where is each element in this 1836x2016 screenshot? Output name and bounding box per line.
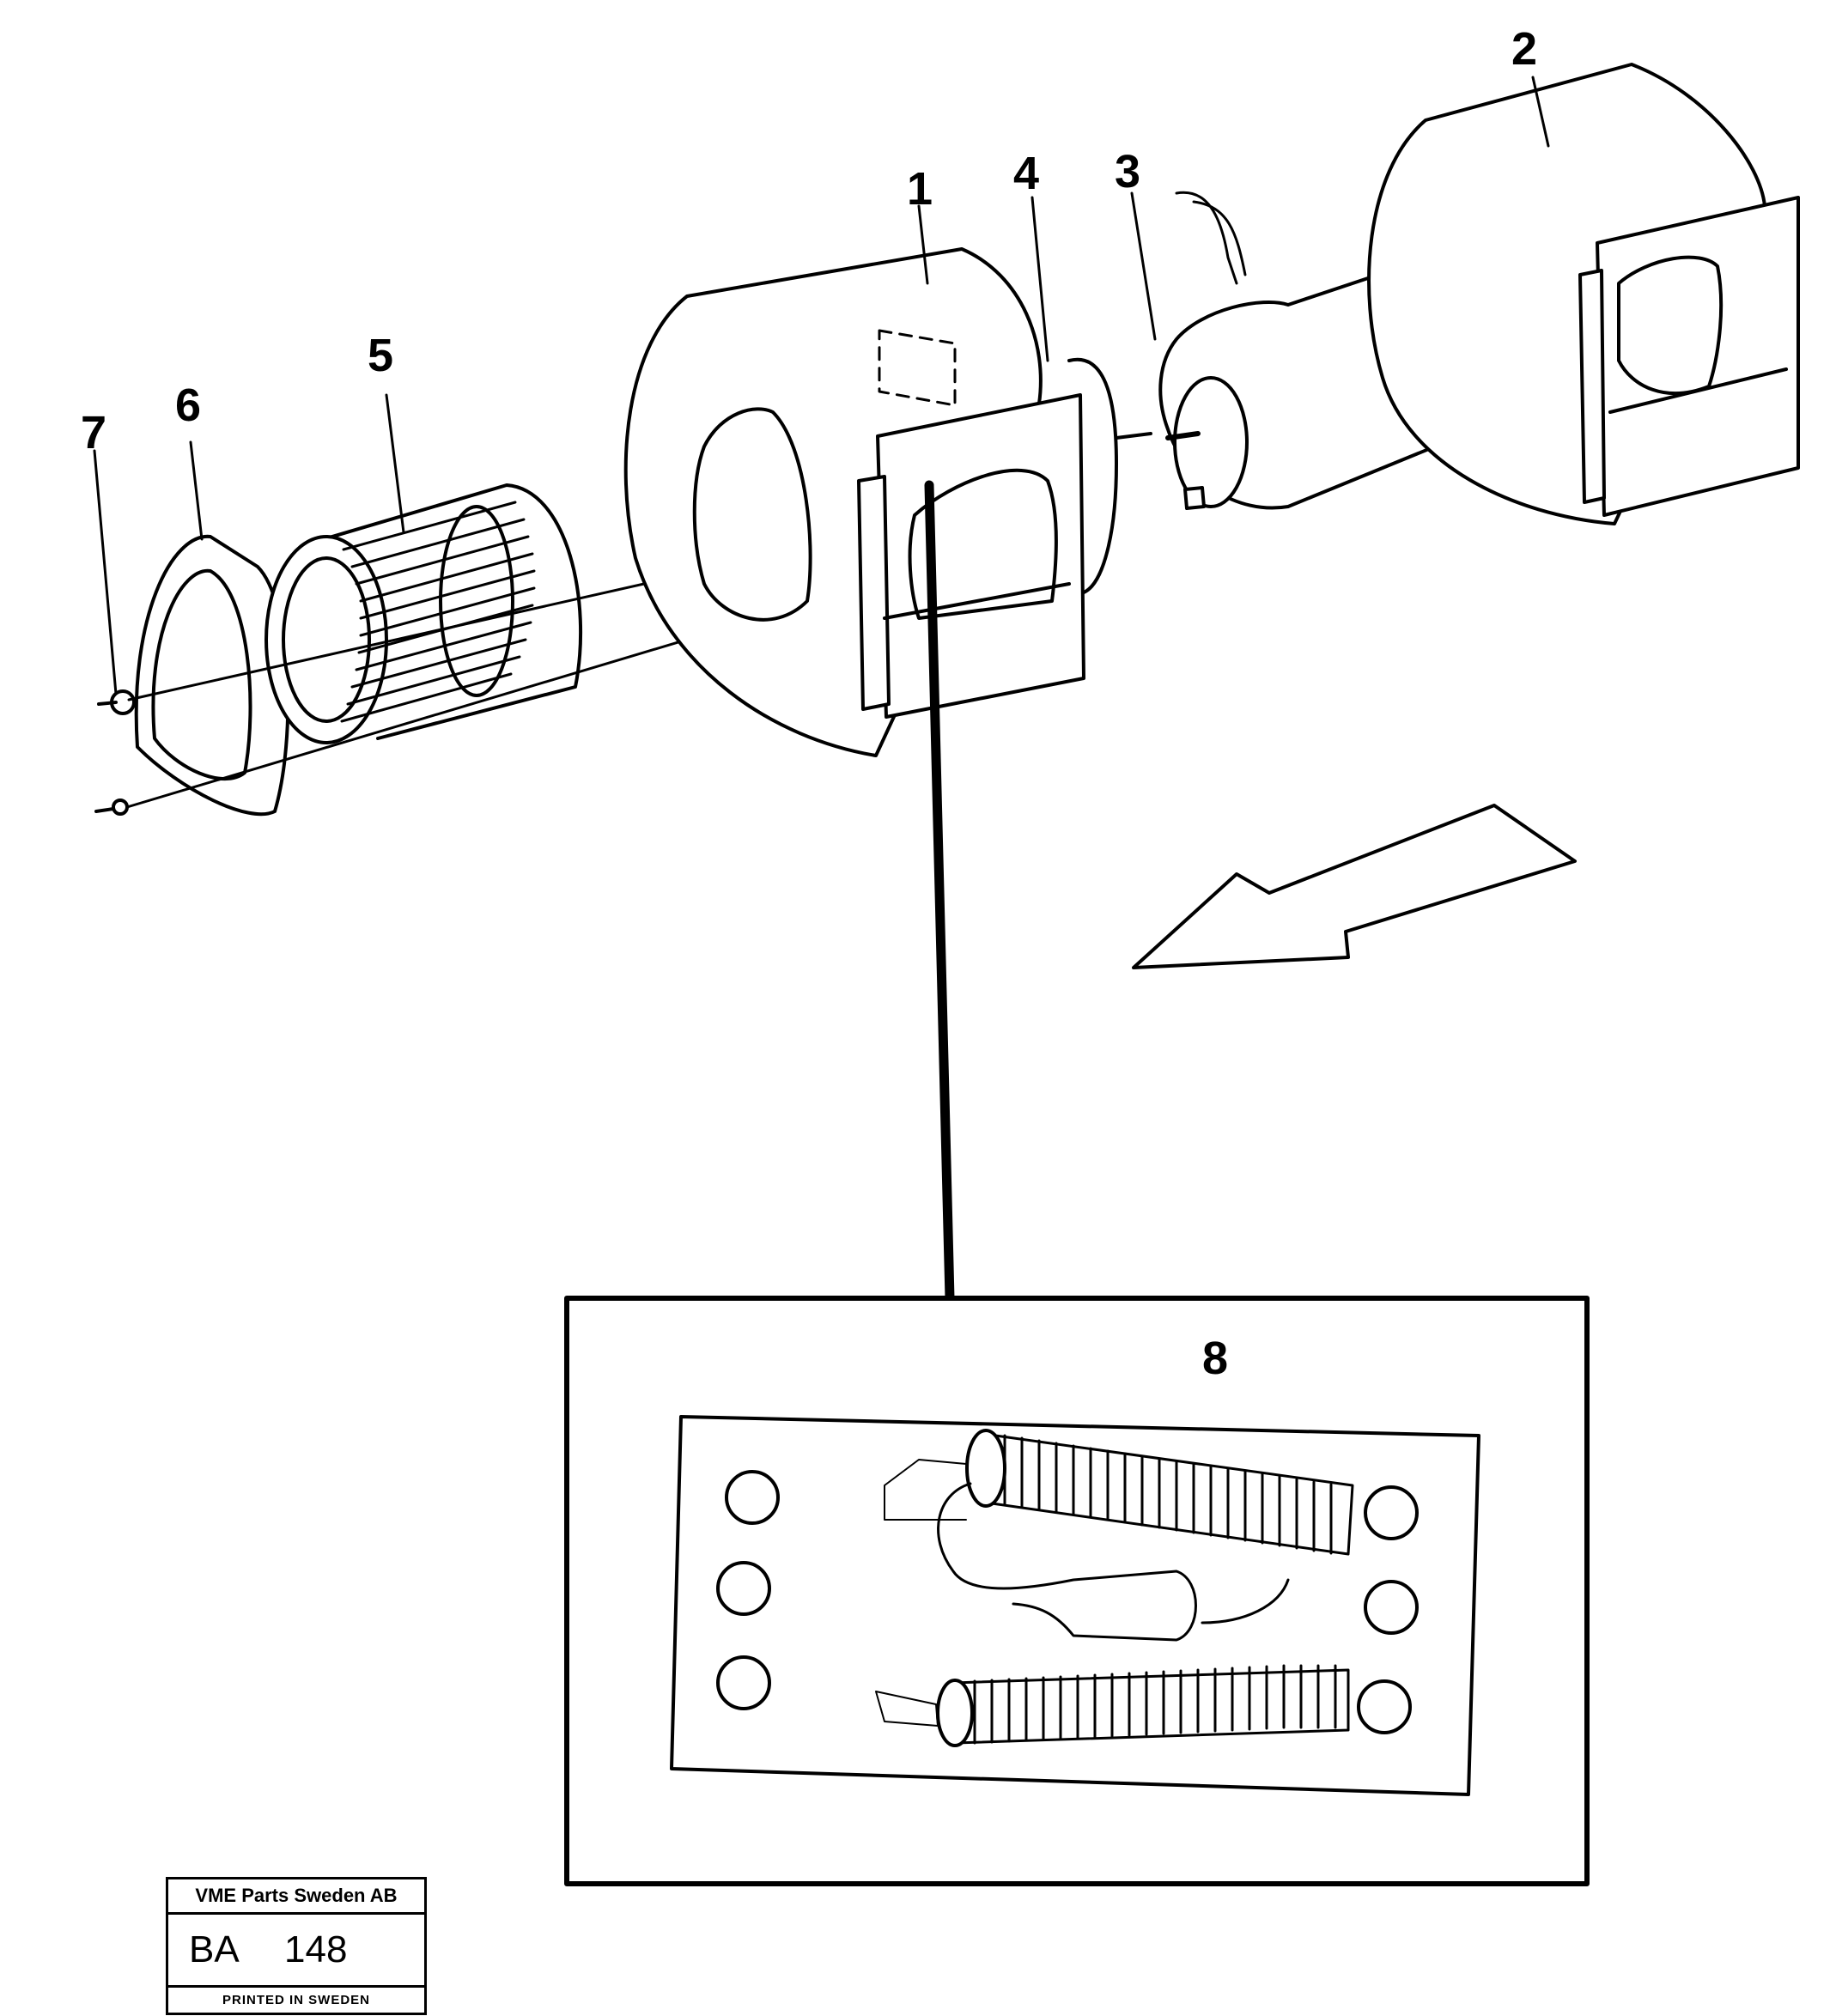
callout-7: 7	[81, 407, 106, 458]
leader-lines	[93, 76, 1550, 1431]
detail-connector	[924, 480, 955, 1303]
part-2-fan-housing	[1367, 63, 1800, 525]
stamp-company: VME Parts Sweden AB	[168, 1879, 424, 1915]
stamp-code-number: 148	[284, 1928, 348, 1970]
stamp-code-prefix: BA	[189, 1928, 240, 1970]
callout-5: 5	[368, 330, 393, 381]
part-8-heater-element	[670, 1415, 1480, 1796]
part-1-fan-housing	[623, 247, 1085, 757]
callout-1: 1	[907, 163, 933, 215]
callout-2: 2	[1511, 23, 1537, 75]
stamp-printed-in: PRINTED IN SWEDEN	[222, 1993, 370, 2007]
stamp-code: BA 148	[168, 1915, 424, 1988]
callout-3: 3	[1115, 146, 1140, 197]
part-4-gasket	[1067, 357, 1152, 594]
callout-4: 4	[1013, 148, 1039, 199]
part-7-screws	[94, 689, 136, 816]
callout-6: 6	[175, 380, 201, 431]
part-6-mounting-ring	[134, 534, 290, 817]
part-5-impeller	[264, 483, 583, 744]
callout-8: 8	[1202, 1333, 1228, 1384]
drawing-stamp: VME Parts Sweden AB BA 148 PRINTED IN SW…	[166, 1877, 427, 2015]
airflow-arrow-icon	[1132, 804, 1577, 969]
